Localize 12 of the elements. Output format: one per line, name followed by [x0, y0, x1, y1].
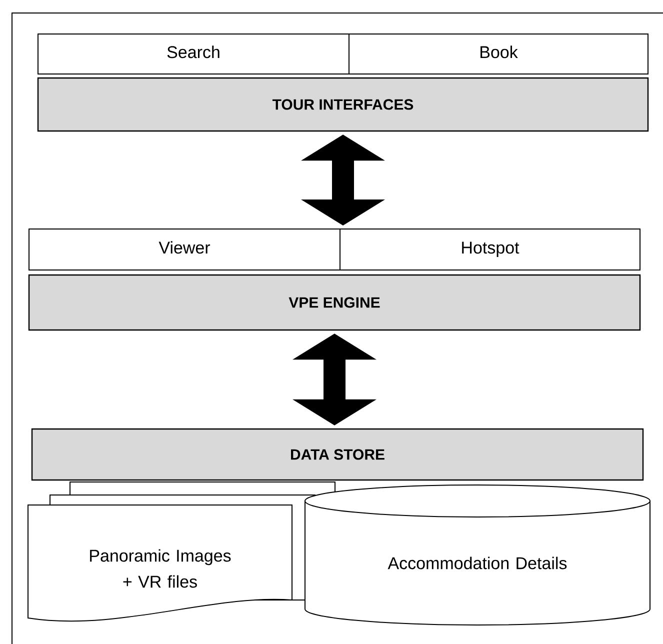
component-box: Viewer: [28, 228, 340, 270]
double-arrow: [301, 134, 385, 226]
layer-bar: VPE ENGINE: [28, 274, 641, 331]
layer-bar: DATA STORE: [31, 428, 644, 481]
database-cylinder: Accommodation Details: [304, 484, 650, 626]
node-label: Accommodation Details: [388, 556, 567, 570]
layer-bar: TOUR INTERFACES: [37, 77, 649, 132]
document-stack: Panoramic Images + VR files: [28, 482, 336, 622]
double-arrow: [292, 334, 376, 426]
component-box: Search: [38, 34, 350, 74]
component-box: Book: [348, 34, 648, 74]
component-box: Hotspot: [340, 228, 640, 270]
